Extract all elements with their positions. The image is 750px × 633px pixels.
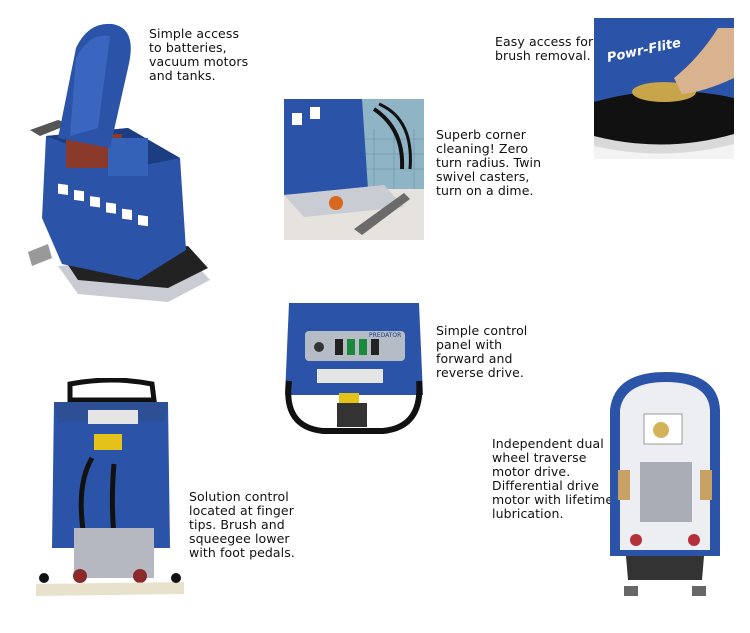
caption-batteries: Simple access to batteries, vacuum motor… bbox=[149, 26, 249, 83]
caption-control-panel: Simple control panel with forward and re… bbox=[436, 323, 528, 380]
caption-corner: Superb corner cleaning! Zero turn radius… bbox=[436, 127, 542, 198]
photo-control-panel: PREDATOR bbox=[283, 297, 425, 438]
caption-brush: Easy access for brush removal. bbox=[495, 34, 594, 63]
caption-solution: Solution control located at finger tips.… bbox=[189, 489, 295, 560]
photo-brush-removal: Powr-Flite bbox=[594, 18, 734, 159]
caption-drive: Independent dual wheel traverse motor dr… bbox=[492, 436, 614, 521]
photo-rear-view bbox=[34, 378, 189, 603]
photo-open-lid-scrubber bbox=[18, 18, 218, 308]
panel-model-text: PREDATOR bbox=[369, 332, 401, 339]
photo-corner-cleaning bbox=[284, 99, 424, 240]
photo-underside-drive bbox=[606, 370, 724, 605]
